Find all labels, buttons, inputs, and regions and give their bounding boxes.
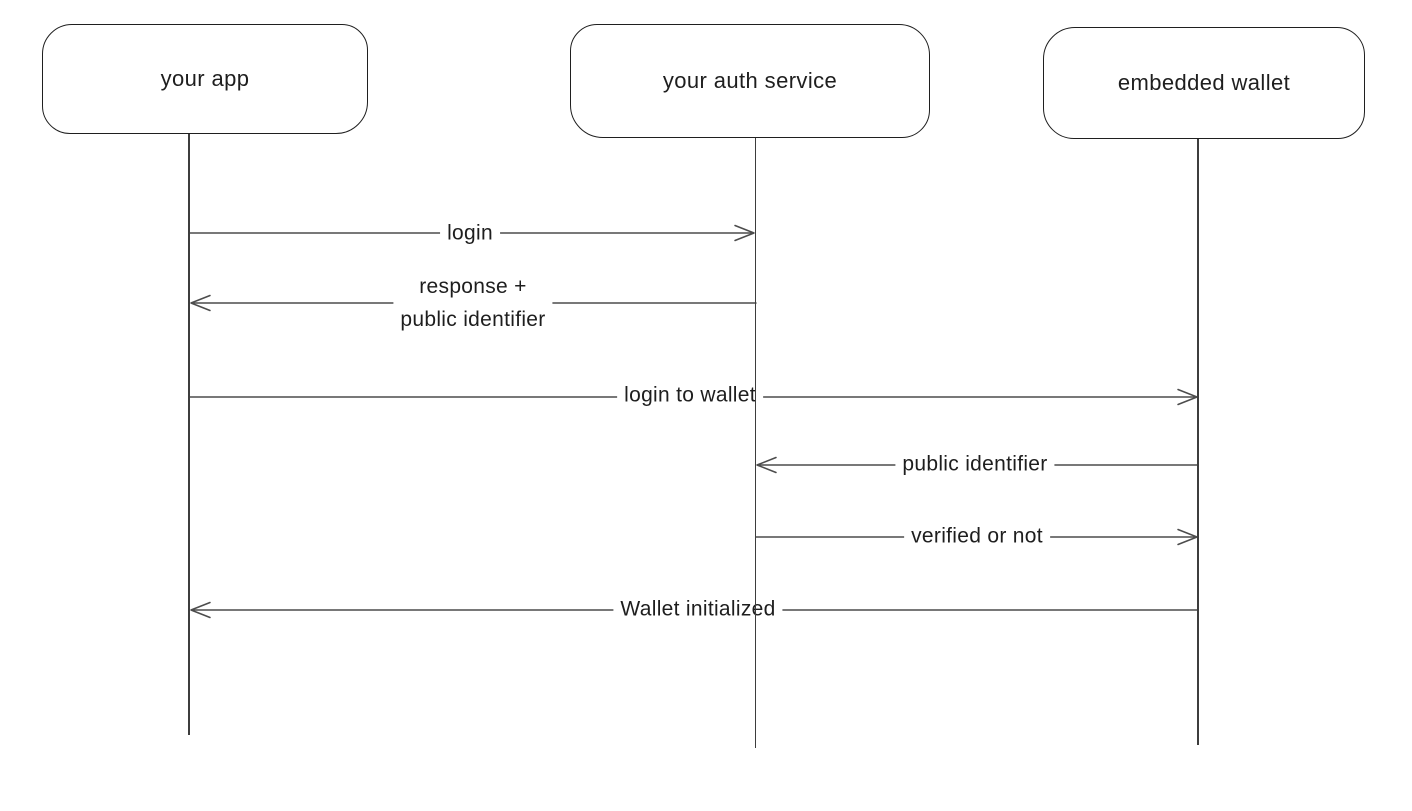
actor-label-your-auth-service: your auth service [662,68,838,93]
actor-box-your-app: your app [42,24,368,134]
message-label-login: login [440,215,500,251]
actor-box-embedded-wallet: embedded wallet [1043,27,1365,139]
lifeline-your-auth-service [754,135,757,748]
message-label-login-to-wallet: login to wallet [617,377,763,413]
lifeline-embedded-wallet [1197,136,1199,745]
message-label-verified-or-not: verified or not [904,518,1050,554]
arrow-head-login [734,224,755,242]
arrow-head-wallet-initialized [190,601,211,619]
lifeline-your-app [188,131,190,735]
message-label-response-public-identifier: response + public identifier [393,269,553,337]
arrow-head-public-identifier [756,456,777,474]
arrow-head-response [190,294,211,312]
actor-label-embedded-wallet: embedded wallet [1117,70,1291,95]
actor-box-your-auth-service: your auth service [570,24,930,138]
actor-label-your-app: your app [160,66,250,91]
message-label-public-identifier: public identifier [895,446,1055,482]
message-label-wallet-initialized: Wallet initialized [613,591,783,627]
